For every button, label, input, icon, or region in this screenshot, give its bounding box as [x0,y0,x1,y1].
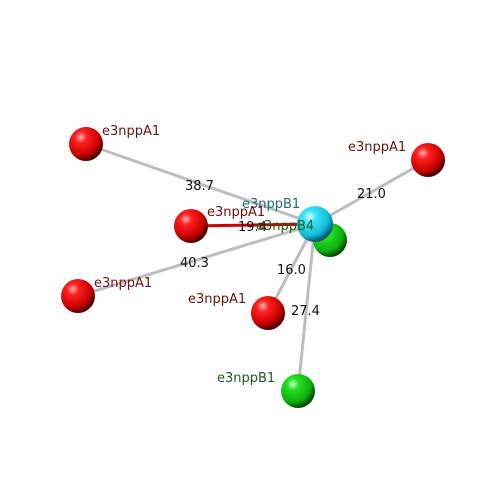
distance-label-bottom-green: 27.4 [291,304,320,319]
bond-center-lower-left [77,222,316,298]
distance-label-top-right: 21.0 [357,187,386,202]
distance-labels: 38.7 21.0 19.4 40.3 16.0 27.4 [180,179,386,319]
bond-center-top-right [314,158,429,226]
label-top-left: e3nppA1 [102,124,160,139]
bonds-layer [77,142,429,392]
label-mid-left: e3nppA1 [207,205,265,220]
atom-bottom-green[interactable] [281,374,315,408]
bond-center-bottom-green [296,223,317,392]
atom-lower-mid[interactable] [251,296,285,330]
bond-center-top-left [85,142,316,226]
atom-lower-left[interactable] [61,279,95,313]
label-lower-left: e3nppA1 [94,276,152,291]
atom-top-right[interactable] [411,143,445,177]
distance-label-lower-left: 40.3 [180,256,209,271]
label-bottom-green: e3nppB1 [217,371,275,386]
atom-labels: e3nppA1 e3nppA1 e3nppB1 e3nppA1 e3nppB4 … [94,124,406,386]
label-top-right: e3nppA1 [348,140,406,155]
distance-label-mid-left: 19.4 [238,220,267,235]
atom-top-left[interactable] [69,127,103,161]
label-center: e3nppB1 [242,197,300,212]
distance-label-lower-mid: 16.0 [277,263,306,278]
bond-center-mid-left-highlight [190,222,316,228]
label-lower-mid: e3nppA1 [188,292,246,307]
label-green-near: e3nppB4 [256,219,314,234]
atom-mid-left[interactable] [174,209,208,243]
distance-label-top-left: 38.7 [185,179,214,194]
atom-center[interactable] [297,206,333,242]
atoms-layer [61,127,445,408]
